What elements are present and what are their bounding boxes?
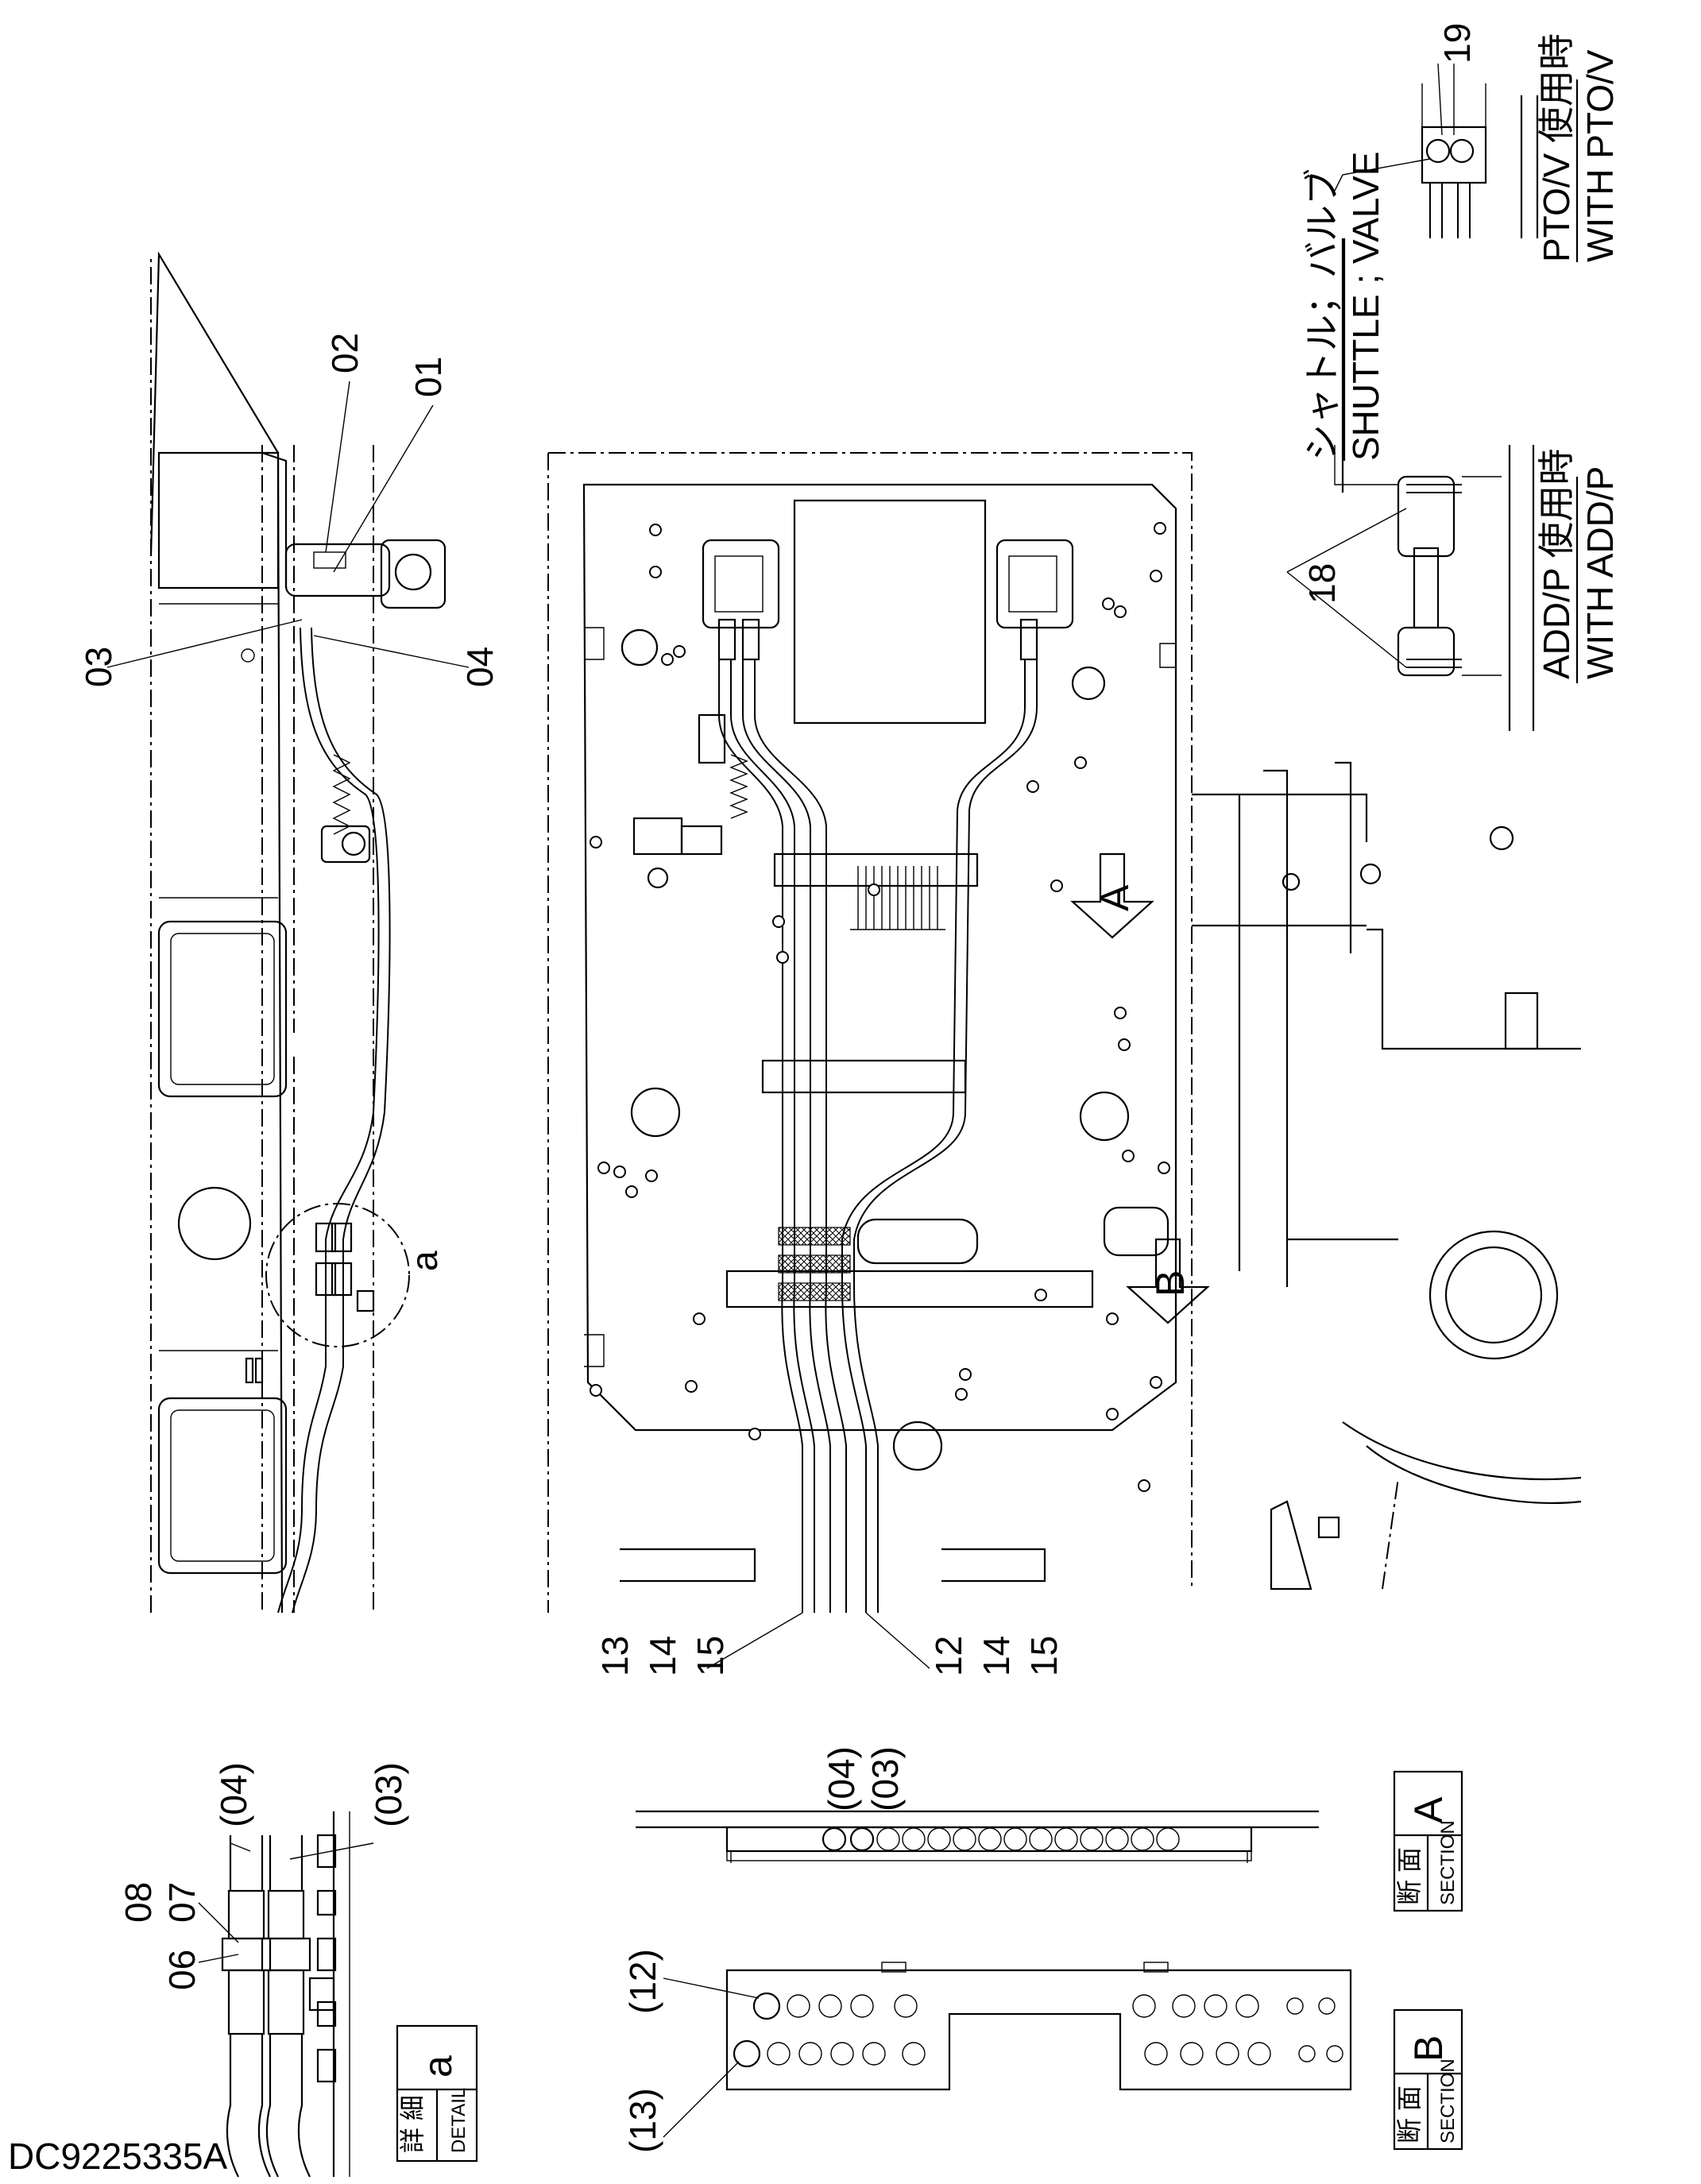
section-a-title-box: 断 面 SECTION A	[1393, 1770, 1463, 1912]
callout-13-14-15: 13 14 15	[594, 1612, 803, 1676]
detail-a-callout-07: 07	[161, 1882, 203, 1923]
section-b-hoses-lower	[733, 2039, 1343, 2068]
drawing-number: DC9225335A	[8, 2136, 228, 2177]
callout-03: 03	[78, 647, 119, 687]
option-details	[1286, 63, 1539, 731]
callout-19: 19	[1436, 23, 1478, 64]
note-pto-v-jp: PTO/V 使用時	[1536, 33, 1577, 262]
floor-plate	[547, 452, 1193, 1613]
svg-text:14: 14	[642, 1636, 683, 1676]
callout-01: 01	[408, 357, 449, 397]
section-b-view: (12) (13)	[622, 1949, 1352, 2153]
section-b-title-letter: B	[1406, 2035, 1451, 2062]
section-a-title-jp: 断 面	[1395, 1847, 1424, 1905]
detail-a-title-box: 詳 細 DETAIL a	[396, 2024, 478, 2163]
callouts: 02 01 03 04 a 18 19 13 14 15 12 14 15	[78, 23, 1478, 1676]
section-b-hoses-upper	[752, 1992, 1336, 2020]
svg-text:13: 13	[594, 1636, 636, 1676]
detail-a-callout-06: 06	[161, 1950, 203, 1990]
detail-a-title-en: DETAIL	[448, 2088, 470, 2153]
section-arrow-b-label: B	[1148, 1270, 1193, 1297]
note-shuttle-en: SHUTTLE ; VALVE	[1345, 152, 1386, 461]
note-pto-v-en: WITH PTO/V	[1579, 49, 1621, 262]
section-arrow-b: B	[1126, 1238, 1210, 1324]
bolt-holes	[590, 522, 1170, 1492]
section-arrow-a-label: A	[1092, 884, 1137, 911]
callout-18: 18	[1301, 563, 1343, 604]
section-a-ref-04: (04)	[821, 1746, 862, 1811]
section-b-title-box: 断 面 SECTION B	[1393, 2008, 1463, 2151]
svg-text:15: 15	[1023, 1636, 1065, 1676]
svg-text:15: 15	[690, 1636, 731, 1676]
section-b-ref-13: (13)	[622, 2088, 663, 2153]
detail-a-ref-03: (03)	[368, 1762, 409, 1827]
callout-02: 02	[324, 333, 365, 373]
section-a-view: (04) (03)	[636, 1746, 1319, 1863]
note-add-p-en: WITH ADD/P	[1579, 466, 1621, 679]
section-a-ref-03: (03)	[864, 1746, 906, 1811]
detail-a-marker: a	[404, 1250, 445, 1271]
detail-a-view: (04) (03) 08 07 06	[118, 1762, 409, 2178]
section-b-title-jp: 断 面	[1395, 2085, 1424, 2143]
detail-a-title-letter: a	[416, 2055, 460, 2078]
note-add-p-jp: ADD/P 使用時	[1536, 448, 1577, 679]
detail-a-ref-04: (04)	[213, 1762, 254, 1827]
section-a-hoses	[822, 1826, 1180, 1852]
svg-text:14: 14	[976, 1636, 1017, 1676]
section-arrow-a: A	[1070, 852, 1154, 939]
svg-text:12: 12	[928, 1636, 969, 1676]
note-shuttle-jp: シャトル；バルブ	[1301, 168, 1343, 461]
option-notes: ADD/P 使用時 WITH ADD/P PTO/V 使用時 WITH PTO/…	[1301, 33, 1621, 683]
section-b-ref-12: (12)	[622, 1949, 663, 2014]
callout-12-14-15: 12 14 15	[865, 1612, 1065, 1676]
right-structure	[1192, 761, 1582, 1591]
detail-a-callout-08: 08	[118, 1882, 159, 1923]
section-a-title-en: SECTION	[1437, 1820, 1459, 1905]
section-b-title-en: SECTION	[1437, 2058, 1459, 2143]
section-a-title-letter: A	[1406, 1796, 1451, 1823]
side-view	[149, 251, 447, 1614]
detail-a-title-jp: 詳 細	[398, 2095, 427, 2153]
